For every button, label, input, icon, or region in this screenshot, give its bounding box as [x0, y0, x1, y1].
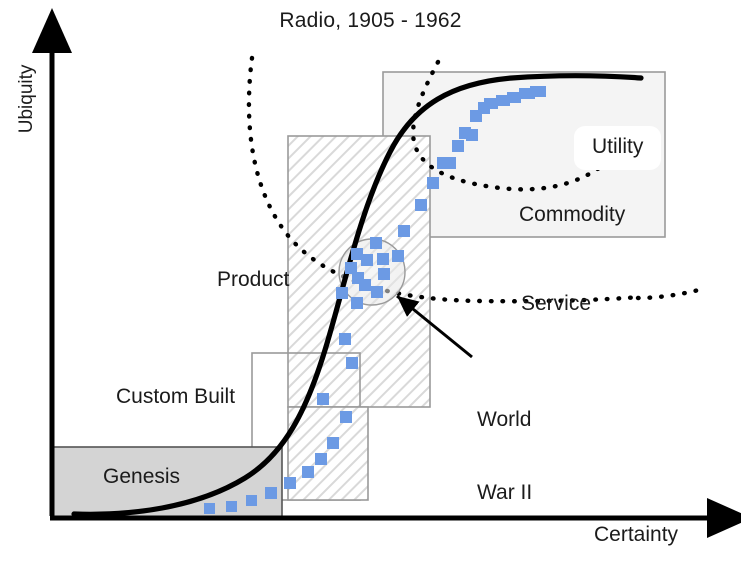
region-label-utility: Utility — [574, 126, 662, 171]
region-label-custom-built: Custom Built — [116, 385, 236, 408]
region-product-lower-box — [287, 406, 369, 501]
data-point — [317, 393, 329, 405]
data-point — [302, 466, 314, 478]
data-point — [336, 287, 348, 299]
data-point — [265, 487, 277, 499]
data-point-group — [204, 86, 546, 514]
data-point — [437, 157, 456, 169]
data-point — [530, 86, 546, 97]
data-point — [484, 98, 498, 109]
region-label-service: Service — [521, 292, 592, 315]
data-point — [370, 237, 382, 249]
annotation-ww2-line-2: War II — [477, 480, 533, 504]
y-axis-label: Ubiquity — [16, 64, 38, 134]
region-label-genesis: Genesis — [103, 465, 181, 488]
data-point — [507, 92, 521, 103]
region-label-product: Product — [217, 268, 290, 291]
ww2-annotation-arrow — [396, 294, 473, 359]
data-point — [204, 503, 215, 514]
data-point — [415, 199, 427, 211]
data-point — [346, 357, 358, 369]
data-point — [466, 129, 478, 141]
annotation-world-war-ii: World War II — [477, 360, 532, 553]
x-axis-label: Certainty — [594, 523, 679, 546]
data-point — [226, 501, 237, 512]
data-point — [452, 140, 464, 152]
data-point — [427, 177, 439, 189]
data-point — [246, 495, 257, 506]
region-label-commodity: Commodity — [519, 203, 626, 226]
data-point — [339, 333, 351, 345]
data-point — [398, 225, 410, 237]
data-point — [340, 411, 352, 423]
data-point — [378, 268, 390, 280]
data-point — [361, 254, 373, 266]
data-point — [392, 250, 404, 262]
data-point — [351, 297, 363, 309]
boundary-curve-service-tail — [635, 285, 709, 301]
data-point — [519, 88, 535, 99]
data-point — [377, 253, 389, 265]
data-point — [371, 286, 383, 298]
data-point — [351, 248, 363, 260]
data-point — [496, 95, 510, 106]
data-point — [359, 279, 371, 291]
data-point — [315, 453, 327, 465]
data-point — [327, 437, 339, 449]
data-point — [284, 477, 296, 489]
annotation-ww2-line-1: World — [477, 408, 532, 432]
data-point — [345, 262, 357, 274]
page-title: Radio, 1905 - 1962 — [279, 9, 462, 32]
